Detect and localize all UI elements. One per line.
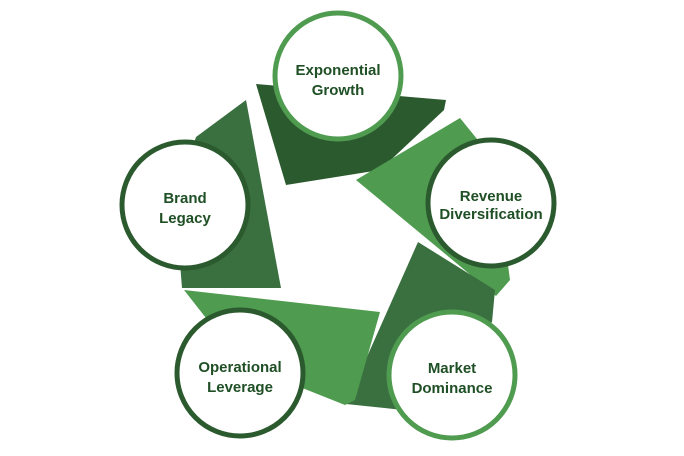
node-circles: Exponential Growth Revenue Diversificati… (119, 10, 557, 441)
node-exponential-growth: Exponential Growth (272, 10, 404, 142)
node-brand-legacy: Brand Legacy (119, 139, 251, 271)
node-operational-leverage: Operational Leverage (174, 307, 306, 439)
node-revenue-diversification: Revenue Diversification (425, 137, 557, 269)
node-label-line1: Brand (163, 190, 206, 207)
node-ring (272, 10, 404, 142)
node-label-line1: Revenue (460, 188, 523, 205)
node-label-line2: Growth (312, 82, 365, 99)
node-ring (119, 139, 251, 271)
node-market-dominance: Market Dominance (386, 309, 518, 441)
node-label-line2: Diversification (439, 206, 542, 223)
node-ring (386, 309, 518, 441)
node-ring (174, 307, 306, 439)
node-label-line1: Market (428, 360, 476, 377)
node-label-line2: Leverage (207, 379, 273, 396)
node-label-line1: Exponential (295, 62, 380, 79)
node-label-line1: Operational (198, 359, 281, 376)
node-ring (425, 137, 557, 269)
node-label-line2: Dominance (412, 380, 493, 397)
node-label-line2: Legacy (159, 210, 211, 227)
